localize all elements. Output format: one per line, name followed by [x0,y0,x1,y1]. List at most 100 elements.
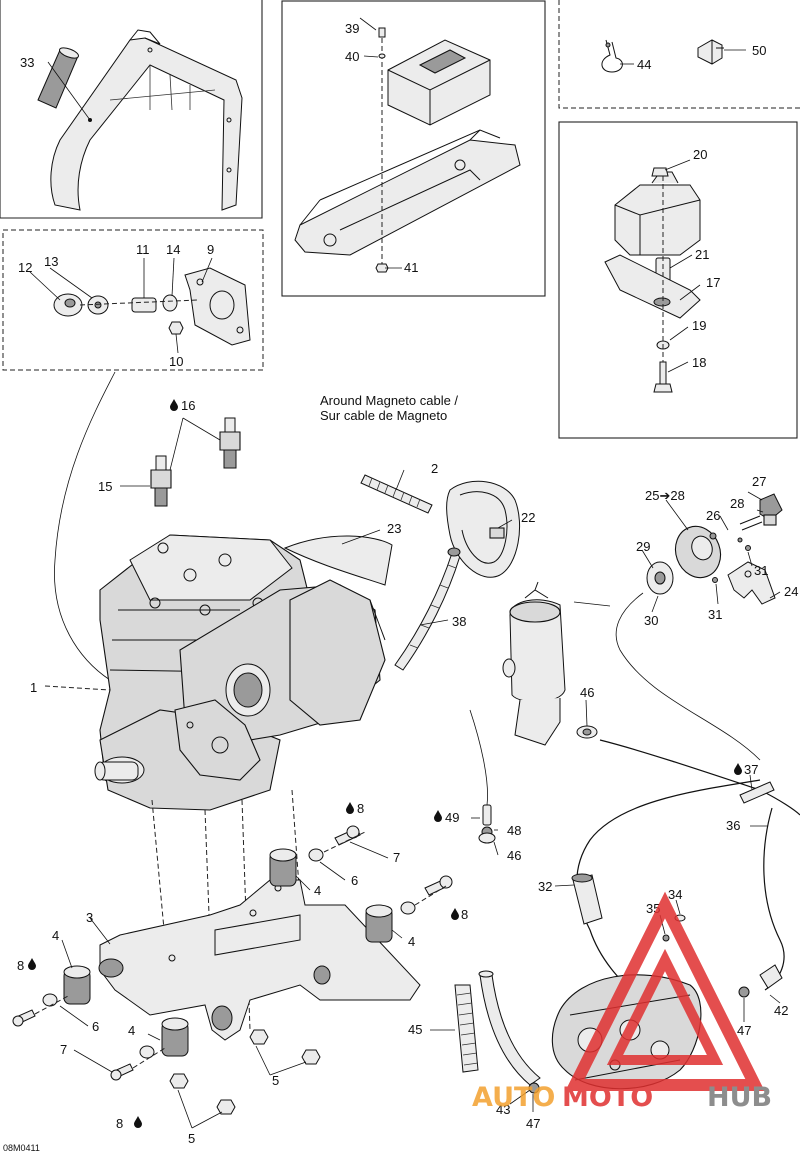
clamp-47-bottom [528,1082,540,1094]
label-1: 1 [30,680,37,695]
fitting-37 [739,781,775,804]
label-4-right: 4 [408,934,415,949]
label-7-left: 7 [60,1042,67,1057]
panel-cover-detail [2,229,264,371]
label-50: 50 [752,43,766,58]
clamp-47-right [738,986,750,998]
label-23: 23 [387,521,401,536]
drop-icon-37 [734,763,742,775]
part-number-labels: 33 39 40 41 44 50 20 21 17 19 18 12 13 1… [17,21,798,1146]
label-6-upper: 6 [351,873,358,888]
magneto-spring [360,474,433,514]
spark-plug-upper [219,417,241,469]
cover-nut [168,321,184,335]
ecm-bracket-frame [294,129,521,256]
reservoir-cap [651,167,669,177]
label-8-bottom: 8 [116,1116,123,1131]
bolt-7-left [12,1009,36,1027]
label-39: 39 [345,21,359,36]
label-43: 43 [496,1102,510,1117]
label-29: 29 [636,539,650,554]
nut-5-c [169,1073,189,1089]
mount-guide-1 [151,799,166,941]
washer-6-center [139,1045,155,1059]
rotary-valve-cover [289,579,386,726]
washer-6-upper [308,848,324,862]
watermark-text-part1: AUTO [472,1082,555,1113]
label-8-upper: 8 [357,801,364,816]
drop-icon-49 [434,810,442,822]
routing-line-coil [615,592,761,761]
sleeve-45 [454,984,479,1073]
note-line-2: Sur cable de Magneto [320,408,447,423]
label-24: 24 [784,584,798,599]
label-38: 38 [452,614,466,629]
ignition-coil [674,525,722,579]
coil-screw-26 [737,537,743,543]
label-21: 21 [695,247,709,262]
watermark-text-part3: HUB [707,1082,772,1113]
rubber-mount-right [365,904,393,943]
routing-line-left [54,371,116,681]
magneto-bracket [727,561,776,605]
rubber-mount-upper [269,848,297,887]
panel-ecm-mount [281,0,546,297]
label-37: 37 [744,762,758,777]
callout-lines [29,17,781,1129]
washer-6-left [42,993,58,1007]
drop-icon-8-left [28,958,36,970]
frame-bracket [50,29,243,211]
coil-screw-right [745,545,751,551]
nut-5-d [216,1099,236,1115]
label-20: 20 [693,147,707,162]
label-14: 14 [166,242,180,257]
washer-6-right [400,901,416,915]
cover-washer [162,294,178,312]
panel-reservoir [558,121,798,439]
label-7-upper: 7 [393,850,400,865]
panel-frame-bracket [0,0,263,219]
label-2: 2 [431,461,438,476]
clamp-46-lower [478,832,496,844]
label-36: 36 [726,818,740,833]
label-10: 10 [169,354,183,369]
cable-guide-23 [283,535,393,586]
label-15: 15 [98,479,112,494]
label-30: 30 [644,613,658,628]
ecm-screw [378,27,386,38]
label-25-28: 25➔28 [645,488,685,503]
label-42: 42 [774,1003,788,1018]
label-34: 34 [668,887,682,902]
label-47-bottom: 47 [526,1116,540,1131]
label-16: 16 [181,398,195,413]
drop-icon-16 [170,399,178,411]
ecm-module [387,39,491,126]
label-40: 40 [345,49,359,64]
label-31-lower: 31 [708,607,722,622]
engine-support-plate [98,879,421,1041]
ground-ring [646,561,674,595]
label-9: 9 [207,242,214,257]
label-18: 18 [692,355,706,370]
label-47-right: 47 [737,1023,751,1038]
label-5-right: 5 [272,1073,279,1088]
rubber-mount-left [63,965,91,1005]
drop-icon-8-bottom [134,1116,142,1128]
drop-icon-8-upper [346,802,354,814]
label-4-left: 4 [52,928,59,943]
reservoir-support [604,254,701,319]
label-8-left: 8 [17,958,24,973]
spark-plug-lower [150,455,172,507]
panel-clips [558,0,800,109]
label-46-lower: 46 [507,848,521,863]
label-41: 41 [404,260,418,275]
coil-connector [759,493,783,526]
hose-return [576,779,761,1001]
label-48: 48 [507,823,521,838]
label-8-right: 8 [461,907,468,922]
rubber-mount-center-left [161,1017,189,1057]
label-4-upper: 4 [314,883,321,898]
hose-43 [478,970,541,1086]
label-6-left: 6 [92,1019,99,1034]
